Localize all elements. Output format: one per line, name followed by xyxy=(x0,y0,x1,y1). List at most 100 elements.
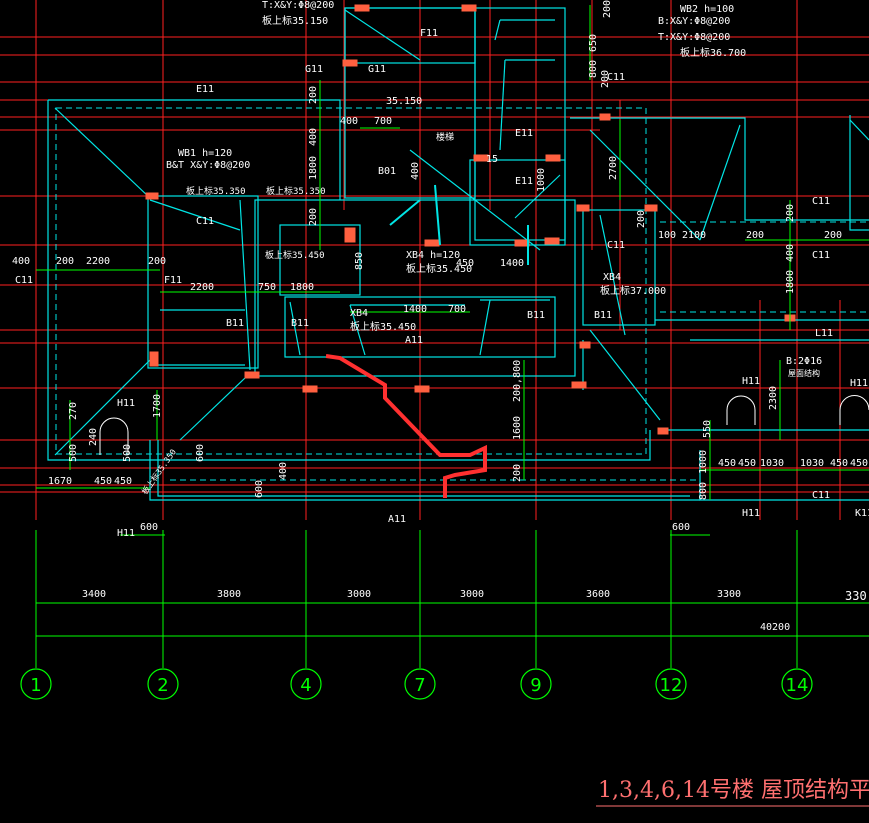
column xyxy=(424,239,440,247)
roof-ridge-line-n xyxy=(149,199,241,231)
dim-text: 600 xyxy=(672,522,690,533)
column xyxy=(579,341,591,349)
axis-label-1: 1 xyxy=(30,675,41,696)
dim-text: 200 xyxy=(636,210,647,228)
member-b11-a: B11 xyxy=(226,318,244,329)
dim-text: 15 xyxy=(486,154,498,165)
stair-polyline xyxy=(325,354,487,498)
column xyxy=(414,385,430,393)
dim-text: 200,800 xyxy=(512,360,523,402)
dim-text: 200 xyxy=(746,230,764,241)
wall-lines xyxy=(147,7,869,501)
axis-label-12: 12 xyxy=(660,675,683,696)
columns xyxy=(145,4,796,435)
member-f11-left: F11 xyxy=(164,275,182,286)
dim-text: 2700 xyxy=(608,156,619,180)
slab-label-xb4-level: 板上标35.450 xyxy=(406,262,472,275)
dim-text: 450 xyxy=(114,476,132,487)
member-g11-b: G11 xyxy=(368,64,386,75)
roof-ridge-line-b xyxy=(54,359,151,456)
axis-bubble xyxy=(290,668,322,700)
slab-label-xb4-b-level: 板上标35.450 xyxy=(350,320,416,333)
slab-label-roof-note: 屋面结构 xyxy=(788,368,820,378)
dim-text: 450 xyxy=(456,258,474,269)
column xyxy=(149,351,159,367)
column xyxy=(644,204,658,212)
roof-ridge-line-h xyxy=(179,377,246,441)
column xyxy=(544,237,560,245)
dim-text: 700 xyxy=(448,304,466,315)
slab-label-level-35350-b: 板上标35.350 xyxy=(266,185,326,197)
dim-text: 1000 xyxy=(698,450,709,474)
dimension-numbers: 200 650 800 200 400 700 400 1800 200 400… xyxy=(12,0,868,533)
dim-text: 450 xyxy=(94,476,112,487)
member-b11-c: B11 xyxy=(527,310,545,321)
axis-label-2: 2 xyxy=(157,675,168,696)
member-f11-top: F11 xyxy=(420,28,438,39)
dim-text: 600 xyxy=(254,480,265,498)
column xyxy=(545,154,561,162)
dim-text: 400 xyxy=(340,116,358,127)
slab-label-beam-b2: B:2Φ16 xyxy=(786,356,822,367)
dim-text: 700 xyxy=(374,116,392,127)
dim-text: 450 xyxy=(718,458,736,469)
column xyxy=(302,385,318,393)
member-h11-d: H11 xyxy=(850,378,868,389)
roof-ridge-line-c xyxy=(589,329,661,421)
roof-ridge-line-a xyxy=(54,107,151,199)
axis-label-7: 7 xyxy=(414,675,425,696)
slab-label-wb1-type: WB1 h=120 xyxy=(178,148,232,159)
dim-text: 600 xyxy=(140,522,158,533)
axis-label-4: 4 xyxy=(300,675,311,696)
axis-bubbles xyxy=(20,668,813,700)
column xyxy=(571,381,587,389)
column xyxy=(344,227,356,243)
dim-text: 400 xyxy=(308,128,319,146)
dim-text: 2200 xyxy=(86,256,110,267)
balcony-arches xyxy=(99,395,869,455)
axis-dimension: 3300 xyxy=(717,589,741,600)
slab-label-xb4-c: XB4 xyxy=(603,272,621,283)
column xyxy=(657,427,669,435)
column xyxy=(342,59,358,67)
wall-right-tower xyxy=(849,115,869,231)
member-c11-far-left: C11 xyxy=(15,275,33,286)
dim-text: 240 xyxy=(88,428,99,446)
axis-bubble xyxy=(520,668,552,700)
axis-dimension: 3400 xyxy=(82,589,106,600)
dim-text: 1400 xyxy=(403,304,427,315)
slab-label-xb4-b: XB4 xyxy=(350,308,368,319)
dim-text: 1030 xyxy=(760,458,784,469)
dim-text: 450 xyxy=(738,458,756,469)
dim-text: 550 xyxy=(702,420,713,438)
member-a11-a: A11 xyxy=(405,335,423,346)
arch-right-b xyxy=(839,395,869,425)
dim-text: 400 xyxy=(12,256,30,267)
dashed-edge-lines xyxy=(55,107,869,481)
member-c11-bottom: C11 xyxy=(812,490,830,501)
dim-text: 500 xyxy=(68,444,79,462)
member-b11-b: B11 xyxy=(291,318,309,329)
column xyxy=(576,204,590,212)
slab-label-xb4-type: XB4 h=120 xyxy=(406,250,460,261)
roof-ridge-line-x xyxy=(499,59,506,151)
slab-label-wb2-level: 板上标36.700 xyxy=(680,46,746,59)
dim-text: 200 xyxy=(148,256,166,267)
member-c11-top-right: C11 xyxy=(607,72,625,83)
dim-text: 200 xyxy=(308,86,319,104)
dim-text: 200 xyxy=(56,256,74,267)
dim-text: 800 xyxy=(698,482,709,500)
member-c11-left: C11 xyxy=(196,216,214,227)
column xyxy=(354,4,370,12)
dim-text: 2300 xyxy=(768,386,779,410)
member-e11-a: E11 xyxy=(515,128,533,139)
dim-text: 1400 xyxy=(500,258,524,269)
member-e11-left: E11 xyxy=(196,84,214,95)
dim-text: 650 xyxy=(588,34,599,52)
slab-label-level-35150: 35.150 xyxy=(386,96,422,107)
axis-dimension: 3000 xyxy=(460,589,484,600)
axis-bubble-labels: 1 2 4 7 9 12 14 xyxy=(30,675,808,696)
roof-perimeter-left xyxy=(48,99,341,200)
axis-label-14: 14 xyxy=(786,675,809,696)
roof-ridge-line-r xyxy=(479,299,491,356)
